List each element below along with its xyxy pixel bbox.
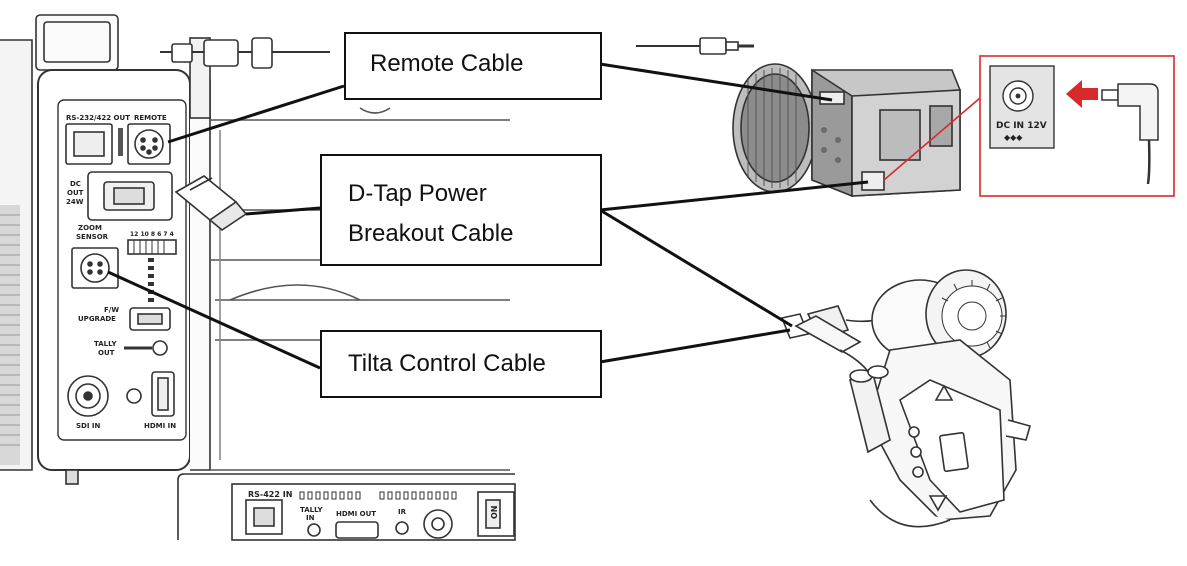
dc-out-label-1: DC (70, 180, 81, 188)
minijack-cable-icon (636, 37, 754, 55)
dtap-callout: D-Tap Power Breakout Cable (320, 154, 602, 266)
dc-out-label-3: 24W (66, 198, 84, 206)
remote-port-label: REMOTE (134, 114, 167, 122)
arrow-left-icon (1066, 80, 1098, 108)
hdmi-out-label: HDMI OUT (336, 510, 376, 518)
leader-lines (107, 62, 869, 370)
hdmi-in-label: HDMI IN (144, 422, 176, 430)
dtap-leader-motor (599, 208, 793, 328)
dc-out-label-2: OUT (67, 189, 84, 197)
dtap-plug-icon (174, 175, 248, 231)
tally-in-label-2: IN (306, 514, 315, 522)
zoom-sensor-label-1: ZOOM (78, 224, 102, 232)
remote-cable-leader-right (599, 62, 833, 102)
zoom-sensor-label-2: SENSOR (76, 233, 109, 241)
ptz-device (0, 14, 510, 485)
fw-label: F/W (104, 306, 119, 314)
bottom-port-strip (177, 473, 516, 541)
ir-label: IR (398, 508, 407, 516)
remote-cable-callout: Remote Cable (344, 32, 602, 100)
dc-in-label: DC IN 12V (996, 121, 1047, 131)
tally-in-label-1: TALLY (300, 506, 323, 514)
dtap-label-line2: Breakout Cable (348, 220, 514, 247)
dc-in-inset: DC IN 12V ◆◆◆ (883, 55, 1175, 197)
tilta-control-callout: Tilta Control Cable (320, 330, 602, 398)
tilta-leader-left (107, 270, 321, 370)
tally-out-label-2: OUT (98, 349, 115, 357)
tilta-control-label: Tilta Control Cable (348, 350, 546, 377)
tilta-motor-icon (780, 269, 1031, 528)
tilta-leader-right (599, 328, 791, 364)
polarity-symbol: ◆◆◆ (1004, 133, 1023, 142)
remote-cable-label: Remote Cable (370, 50, 524, 77)
dip-numbers: 12 10 8 6 7 4 (130, 231, 174, 238)
upgrade-label: UPGRADE (78, 315, 116, 323)
sdi-in-label: SDI IN (76, 422, 100, 430)
inset-leader-line (883, 97, 981, 181)
dtap-leader-left (245, 206, 321, 216)
rs422-in-label: RS-422 IN (248, 490, 292, 499)
remote-cable-leader-left (167, 84, 345, 144)
bottom-panel-labels: RS-422 IN TALLY IN HDMI OUT IR ON (248, 490, 499, 522)
dtap-label-line1: D-Tap Power (348, 180, 487, 207)
on-label: ON (490, 506, 499, 520)
dtap-leader-camera (599, 180, 869, 212)
rear-panel-labels: RS-232/422 OUT REMOTE DC OUT 24W 12 10 8… (66, 114, 176, 430)
rs232-label: RS-232/422 OUT (66, 114, 130, 122)
cinema-camera-icon (732, 63, 961, 198)
dc-barrel-plug-icon (1101, 83, 1159, 185)
tally-out-label-1: TALLY (94, 340, 117, 348)
